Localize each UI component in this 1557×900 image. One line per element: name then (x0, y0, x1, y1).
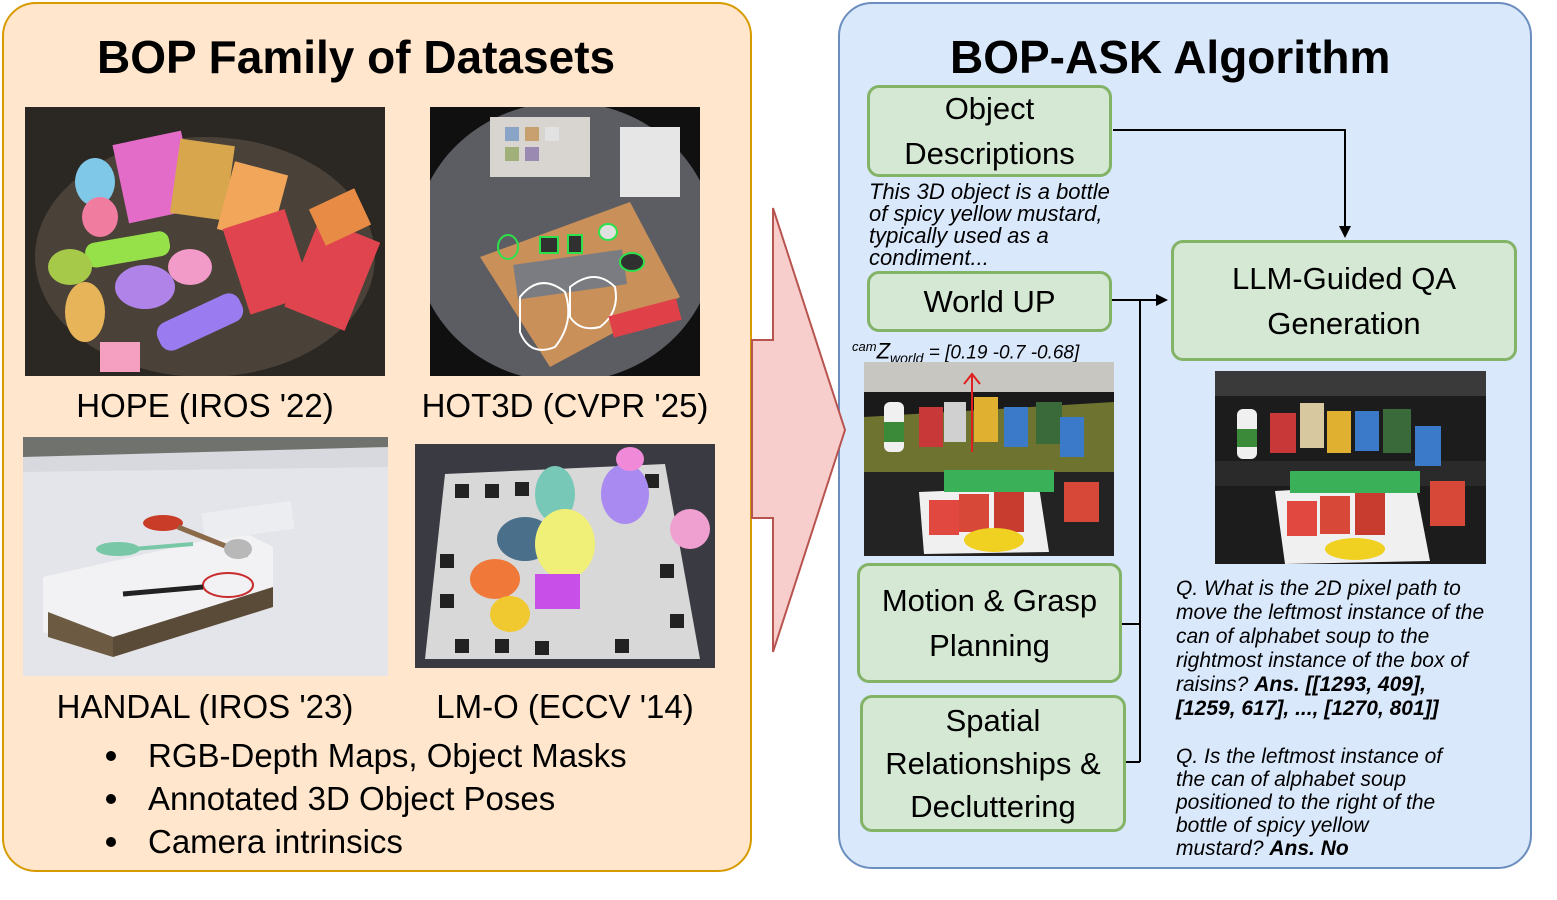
llm-guided-qa-box: LLM-Guided QA Generation (1171, 240, 1517, 361)
dataset-panel-title: BOP Family of Datasets (97, 31, 616, 83)
motion-grasp-planning-box: Motion & Grasp Planning (857, 563, 1122, 683)
lmo-dataset-image (415, 444, 715, 668)
world-up-box: World UP (867, 271, 1112, 332)
dataset-features-list: RGB-Depth Maps, Object Masks Annotated 3… (104, 734, 627, 863)
qa-example-1: Q. What is the 2D pixel path to move the… (1176, 577, 1485, 720)
object-description-example: This 3D object is a bottle of spicy yell… (869, 179, 1110, 270)
world-up-scene-image (864, 362, 1114, 556)
list-item: Camera intrinsics (104, 820, 627, 863)
object-descriptions-box: Object Descriptions (867, 85, 1112, 177)
hope-dataset-image (25, 107, 385, 376)
bullet-icon (106, 837, 116, 847)
hot3d-dataset-image (430, 107, 700, 376)
qa-2-answer: Ans. No (1269, 837, 1349, 860)
algorithm-panel-title: BOP-ASK Algorithm (950, 31, 1391, 83)
handal-caption: HANDAL (IROS '23) (56, 688, 354, 725)
handal-dataset-image (23, 437, 388, 676)
big-flow-arrow (751, 207, 847, 653)
spatial-relationships-box: Spatial Relationships & Decluttering (860, 695, 1126, 832)
bullet-icon (106, 751, 116, 761)
qa-scene-image (1215, 371, 1486, 564)
bullet-icon (106, 794, 116, 804)
hope-caption: HOPE (IROS '22) (76, 387, 334, 424)
list-item: RGB-Depth Maps, Object Masks (104, 734, 627, 777)
hot3d-caption: HOT3D (CVPR '25) (421, 387, 709, 424)
list-item: Annotated 3D Object Poses (104, 777, 627, 820)
qa-1-answer: Ans. [[1293, 409], (1254, 673, 1426, 696)
qa-example-2: Q. Is the leftmost instance of the can o… (1176, 745, 1443, 860)
world-up-formula: camZworld = [0.19 -0.7 -0.68] (852, 338, 1080, 367)
lmo-caption: LM-O (ECCV '14) (436, 688, 694, 725)
